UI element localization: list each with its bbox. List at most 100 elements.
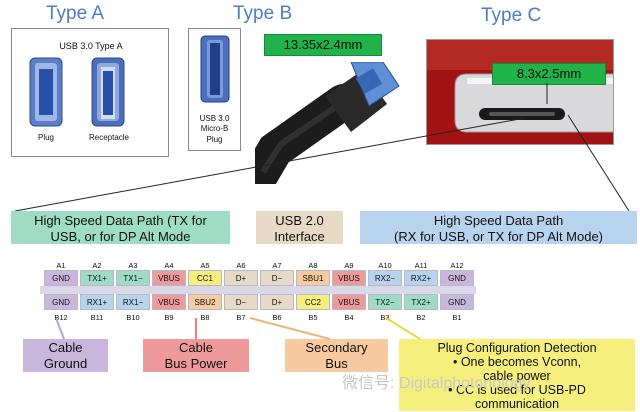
pin-a: CC1 <box>188 270 222 286</box>
pin-row-separator <box>40 286 476 294</box>
pin-label-bottom: B2 <box>416 313 426 322</box>
secondary-bus-box: Secondary Bus <box>285 339 388 372</box>
type-b-title: Type B <box>233 3 293 24</box>
pin-a: RX2+ <box>404 270 438 286</box>
plug-config-title: Plug Configuration Detection <box>437 341 597 355</box>
pin-label-top: A1 <box>56 261 66 270</box>
pin-a: SBU1 <box>296 270 330 286</box>
type-a-plug-label: Plug <box>37 133 54 142</box>
pin-b: GND <box>440 294 474 310</box>
pin-label-bottom: B9 <box>164 313 174 322</box>
plug-config-bullet1-cont: cable power <box>483 369 551 383</box>
pin-b: VBUS <box>332 294 366 310</box>
bullet-icon: • <box>452 355 458 369</box>
pin-a: GND <box>44 270 78 286</box>
hs-right-header-line1: High Speed Data Path <box>433 213 564 228</box>
type-c-dimension-label: 8.3x2.5mm <box>492 63 606 85</box>
type-a-plug-icon <box>29 57 63 127</box>
pin-label-top: A7 <box>272 261 282 270</box>
bullet-icon: • <box>448 383 453 397</box>
pin-label-top: A5 <box>200 261 210 270</box>
pin-label-bottom: B10 <box>126 313 140 322</box>
pin-label-bottom: B1 <box>452 313 462 322</box>
pin-label-top: A8 <box>308 261 318 270</box>
pin-label-top: A10 <box>378 261 392 270</box>
pin-a: TX1− <box>116 270 150 286</box>
secondary-bus-line2: Bus <box>325 356 348 371</box>
plug-config-bullet2: • CC is used for USB-PD <box>399 383 635 397</box>
pin-b: GND <box>44 294 78 310</box>
pin-label-bottom: B8 <box>200 313 210 322</box>
micro-b-caption-l2: Micro-B <box>200 124 229 133</box>
pin-a: TX1+ <box>80 270 114 286</box>
pin-a: D+ <box>224 270 258 286</box>
pin-b: SBU2 <box>188 294 222 310</box>
pin-label-bottom: B6 <box>272 313 282 322</box>
pin-label-bottom: B4 <box>344 313 354 322</box>
pin-label-top: A9 <box>344 261 354 270</box>
pin-a: VBUS <box>152 270 186 286</box>
hs-left-header-line2: USB, or for DP Alt Mode <box>50 229 191 244</box>
type-c-title: Type C <box>481 5 542 26</box>
hs-right-header-line2: (RX for USB, or TX for DP Alt Mode) <box>393 229 604 244</box>
cable-ground-line1: Cable <box>48 340 83 355</box>
hs-left-header: High Speed Data Path (TX for USB, or for… <box>11 211 230 244</box>
cable-ground-line2: Ground <box>43 356 88 371</box>
pin-b: TX2− <box>368 294 402 310</box>
plug-config-bullet1-text: One becomes Vconn, <box>460 355 582 369</box>
usb2-header-line1: USB 2.0 <box>275 213 324 228</box>
pin-b: CC2 <box>296 294 330 310</box>
type-c-photo: 8.3x2.5mm <box>426 39 614 145</box>
plug-config-bullet2-text: CC is used for USB-PD <box>455 383 586 397</box>
pin-label-top: A11 <box>414 261 428 270</box>
usb2-header: USB 2.0 Interface <box>256 211 343 244</box>
micro-b-caption-l3: Plug <box>206 135 223 144</box>
pin-a: GND <box>440 270 474 286</box>
plug-config-bullet1: • One becomes Vconn, <box>399 355 635 369</box>
type-b-panel: USB 3.0 Micro-B Plug <box>188 28 241 151</box>
cable-bus-power-box: Cable Bus Power <box>143 339 249 372</box>
usb-b-cable-image <box>255 62 400 184</box>
hs-left-header-line1: High Speed Data Path (TX for <box>34 213 207 228</box>
pin-a: VBUS <box>332 270 366 286</box>
pin-label-bottom: B11 <box>90 313 104 322</box>
type-a-receptacle-label: Receptacle <box>88 133 130 142</box>
pin-b: RX1− <box>116 294 150 310</box>
cable-bus-power-line2: Bus Power <box>164 356 228 371</box>
pin-a: RX2− <box>368 270 402 286</box>
watermark: 微信号: Digitalphotonology <box>342 375 531 392</box>
pin-label-top: A4 <box>164 261 174 270</box>
cable-ground-box: Cable Ground <box>23 339 108 372</box>
type-a-caption: USB 3.0 Type A <box>59 41 123 51</box>
pin-b: TX2+ <box>404 294 438 310</box>
plug-config-box: Plug Configuration Detection • One becom… <box>399 339 635 411</box>
pin-label-bottom: B5 <box>308 313 318 322</box>
pin-b: RX1+ <box>80 294 114 310</box>
type-a-title: Type A <box>46 3 105 24</box>
secondary-bus-line1: Secondary <box>305 340 368 355</box>
type-b-dimension-label: 13.35x2.4mm <box>264 34 382 56</box>
pin-b: VBUS <box>152 294 186 310</box>
usb2-header-line2: Interface <box>274 229 325 244</box>
pin-b: D− <box>224 294 258 310</box>
type-a-panel: USB 3.0 Type A Plug Receptacle <box>11 28 169 157</box>
micro-b-caption-l1: USB 3.0 <box>199 114 230 123</box>
type-a-receptacle-icon <box>91 57 125 127</box>
pin-label-top: A12 <box>450 261 464 270</box>
pin-label-top: A2 <box>92 261 102 270</box>
plug-config-bullet2-cont: communication <box>474 397 560 411</box>
micro-b-plug-icon <box>200 35 230 103</box>
hs-right-header: High Speed Data Path (RX for USB, or TX … <box>360 211 637 244</box>
pin-b: D+ <box>260 294 294 310</box>
pin-a: D− <box>260 270 294 286</box>
pin-label-bottom: B3 <box>380 313 390 322</box>
cable-bus-power-line1: Cable <box>179 340 213 355</box>
pin-label-top: A3 <box>128 261 138 270</box>
pin-label-bottom: B7 <box>236 313 246 322</box>
pin-label-top: A6 <box>236 261 246 270</box>
pin-label-bottom: B12 <box>54 313 68 322</box>
type-c-device-image <box>427 40 613 144</box>
